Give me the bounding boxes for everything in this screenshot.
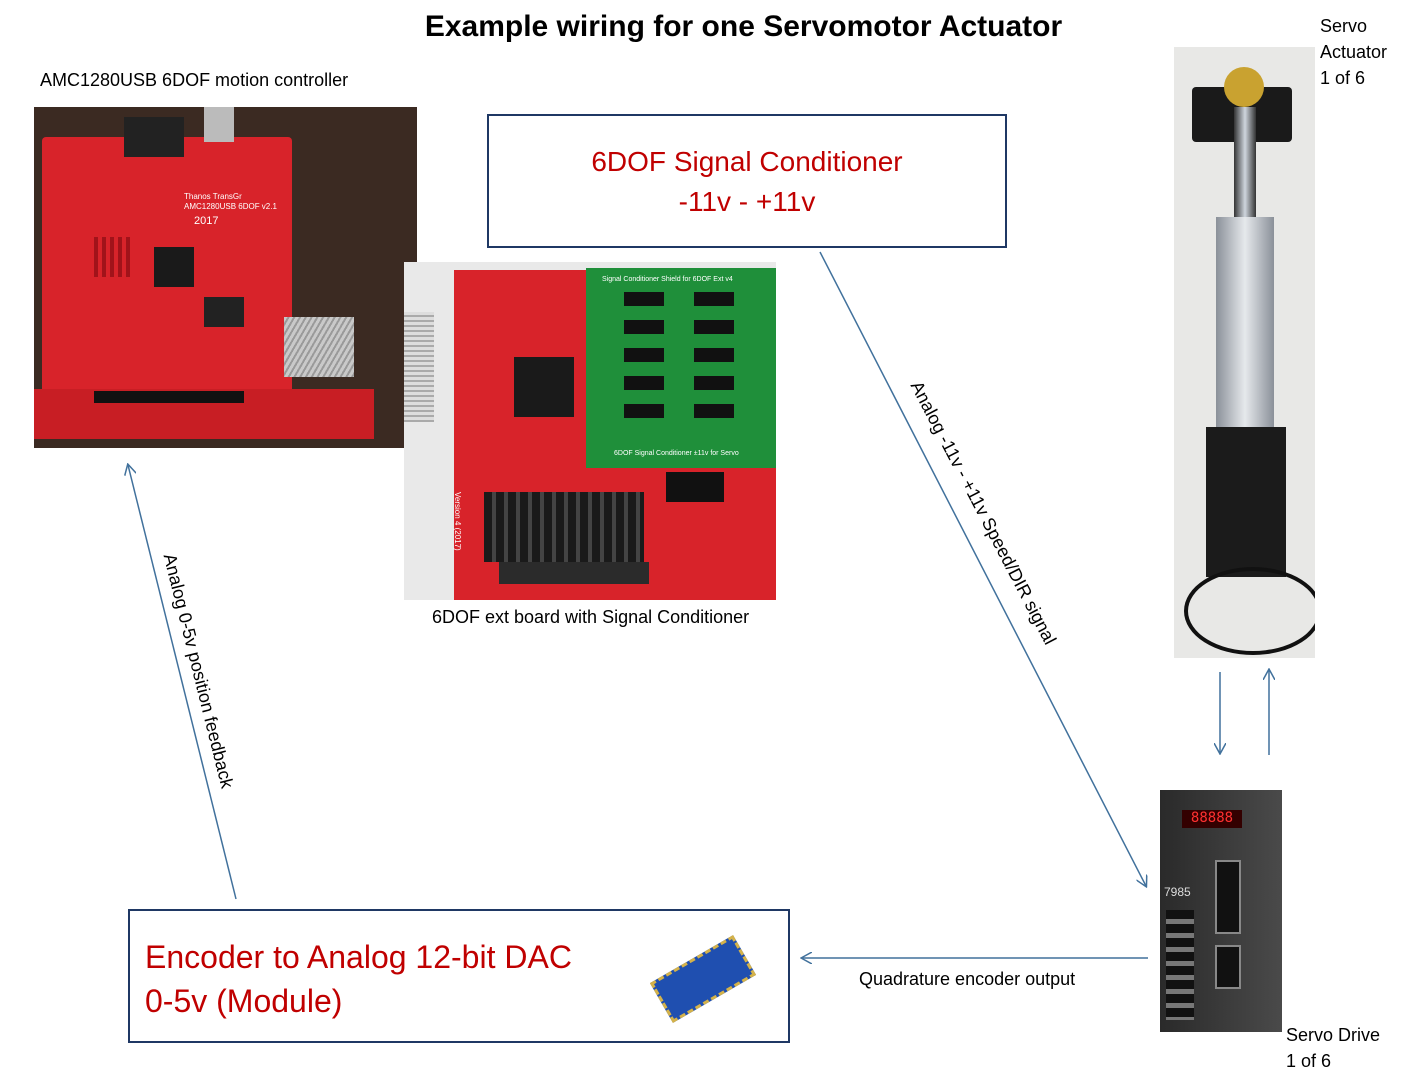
servo-actuator-photo	[1174, 47, 1315, 658]
led-array	[94, 237, 134, 277]
dip-switch	[204, 297, 244, 327]
ext-ribbon	[404, 312, 434, 422]
quadrature-label: Quadrature encoder output	[859, 969, 1076, 989]
cn1-connector	[1215, 860, 1241, 934]
drive-serial: 7985	[1164, 885, 1191, 899]
drive-caption-line1: Servo Drive	[1286, 1025, 1381, 1045]
servo-drive-photo: 88888 7985	[1160, 780, 1282, 1032]
ic-sockets	[484, 492, 644, 562]
actuator-caption-line2: Actuator	[1320, 42, 1388, 62]
conditioner-title: 6DOF Signal Conditioner	[591, 146, 903, 177]
encoder-dac-box: Encoder to Analog 12-bit DAC 0-5v (Modul…	[128, 909, 790, 1043]
shield-title: Signal Conditioner Shield for 6DOF Ext v…	[602, 276, 733, 283]
ribbon-cable	[284, 317, 354, 377]
drive-caption-line2: 1 of 6	[1286, 1051, 1332, 1071]
actuator-caption: Servo Actuator 1 of 6	[1320, 13, 1387, 91]
encoder-range: 0-5v (Module)	[145, 983, 343, 1019]
drive-terminals	[1166, 910, 1194, 1020]
drive-caption: Servo Drive 1 of 6	[1286, 1022, 1380, 1074]
opamp-column-2	[694, 292, 734, 422]
encoder-title: Encoder to Analog 12-bit DAC	[145, 939, 572, 975]
amc-board-name: Thanos TransGr	[184, 192, 242, 201]
rod-end	[1224, 67, 1264, 107]
cn2-connector	[1215, 945, 1241, 989]
signal-conditioner-box: 6DOF Signal Conditioner -11v - +11v	[487, 114, 1007, 248]
drive-display: 88888	[1182, 810, 1242, 828]
ext-board-photo: Signal Conditioner Shield for 6DOF Ext v…	[404, 262, 776, 600]
actuator-caption-line3: 1 of 6	[1320, 68, 1366, 88]
speed-dir-arrow	[819, 251, 1146, 886]
controller-photo: Thanos TransGr AMC1280USB 6DOF v2.1 2017	[34, 107, 417, 448]
ext-chip	[514, 357, 574, 417]
ext-board-caption: 6DOF ext board with Signal Conditioner	[432, 607, 750, 627]
amc-board-model: AMC1280USB 6DOF v2.1	[184, 202, 277, 211]
amc-board-year: 2017	[194, 215, 219, 227]
dc-converter	[666, 472, 724, 502]
shield-pcb	[586, 268, 776, 468]
chip	[154, 247, 194, 287]
actuator-tube	[1216, 217, 1274, 427]
usb-connector	[124, 117, 184, 157]
shield-label: 6DOF Signal Conditioner ±11v for Servo	[614, 450, 739, 457]
usb-cable	[204, 107, 234, 142]
terminal-block	[499, 562, 649, 584]
diagram-title: Example wiring for one Servomotor Actuat…	[424, 10, 1063, 43]
feedback-arrow	[128, 465, 237, 900]
motor-cable	[1184, 567, 1315, 655]
opamp-column-1	[624, 292, 664, 422]
servo-motor	[1206, 427, 1286, 577]
header-connector	[94, 391, 244, 403]
actuator-caption-line1: Servo	[1320, 16, 1368, 36]
conditioner-range: -11v - +11v	[678, 186, 816, 217]
piston-rod	[1234, 107, 1256, 217]
controller-caption: AMC1280USB 6DOF motion controller	[40, 70, 349, 90]
